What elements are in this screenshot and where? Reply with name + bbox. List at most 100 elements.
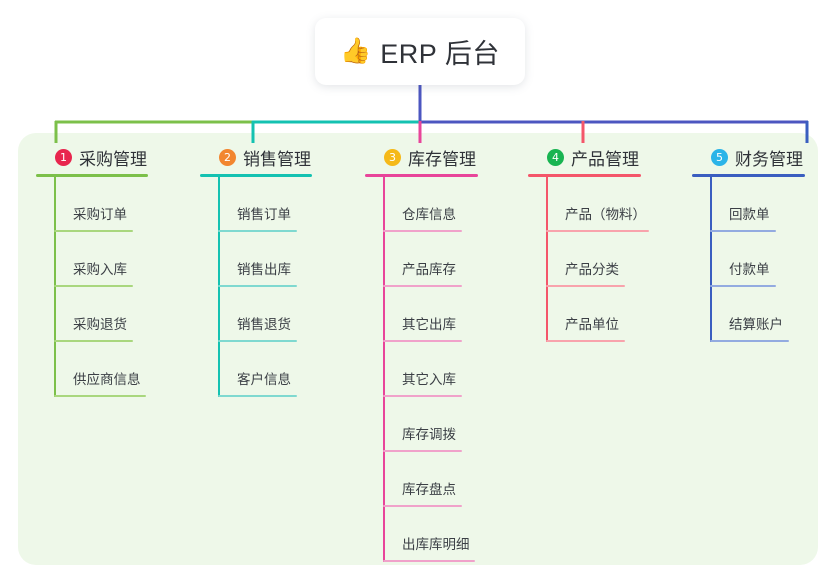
branch-item[interactable]: 产品单位	[546, 287, 688, 342]
branch-number-badge: 1	[55, 148, 72, 166]
branch-item-rule	[383, 450, 462, 452]
branch-number-badge: 4	[547, 148, 564, 166]
branch-number-badge: 3	[384, 148, 401, 166]
branch-item-rule	[54, 230, 133, 232]
thumbs-up-icon: 👍	[340, 37, 372, 65]
branch-item[interactable]: 产品库存	[383, 232, 520, 287]
branch-header-rule	[692, 174, 805, 177]
branch-item-rule	[710, 230, 776, 232]
branch-item[interactable]: 结算账户	[710, 287, 839, 342]
branch-header-财务管理[interactable]: 5 财务管理	[692, 145, 839, 169]
branch-item-label: 付款单	[729, 262, 770, 277]
branch-header-采购管理[interactable]: 1 采购管理	[36, 145, 186, 169]
branch-item-rule	[383, 505, 462, 507]
branch-item[interactable]: 客户信息	[218, 342, 350, 397]
branch-title-label: 财务管理	[735, 149, 803, 169]
branch-item-rule	[710, 340, 789, 342]
branch-number-badge: 2	[219, 148, 236, 166]
branch-title-label: 销售管理	[243, 149, 311, 169]
root-node[interactable]: 👍 ERP 后台	[315, 18, 525, 85]
branch-item[interactable]: 出库库明细	[383, 507, 520, 562]
branch-item-label: 产品单位	[565, 317, 619, 332]
branch-item-rule	[218, 340, 297, 342]
branch-column-库存管理: 3 库存管理仓库信息产品库存其它出库其它入库库存调拨库存盘点出库库明细	[365, 145, 520, 562]
branch-item-label: 供应商信息	[73, 372, 141, 387]
branch-item-label: 销售订单	[237, 207, 291, 222]
branch-item-label: 产品库存	[402, 262, 456, 277]
branch-spine	[54, 177, 56, 397]
branch-header-rule	[200, 174, 312, 177]
branch-item-label: 采购退货	[73, 317, 127, 332]
branch-item[interactable]: 产品分类	[546, 232, 688, 287]
branch-item-rule	[218, 285, 297, 287]
branch-title-label: 库存管理	[408, 149, 476, 169]
branch-item-rule	[218, 230, 297, 232]
branch-spine	[710, 177, 712, 342]
branch-item[interactable]: 销售订单	[218, 177, 350, 232]
branch-item[interactable]: 供应商信息	[54, 342, 186, 397]
branch-item-list: 仓库信息产品库存其它出库其它入库库存调拨库存盘点出库库明细	[365, 177, 520, 562]
branch-header-rule	[365, 174, 478, 177]
branch-item[interactable]: 仓库信息	[383, 177, 520, 232]
branch-item-rule	[383, 395, 462, 397]
branch-item-label: 产品分类	[565, 262, 619, 277]
branch-header-rule	[36, 174, 148, 177]
branch-item-label: 销售退货	[237, 317, 291, 332]
branch-item-rule	[383, 285, 462, 287]
branch-item-label: 其它出库	[402, 317, 456, 332]
branch-item-list: 销售订单销售出库销售退货客户信息	[200, 177, 350, 397]
branch-item-label: 回款单	[729, 207, 770, 222]
branch-item-rule	[710, 285, 776, 287]
branch-item-rule	[54, 340, 133, 342]
branch-item-rule	[383, 560, 475, 562]
diagram-background-panel	[18, 133, 818, 565]
branch-item-rule	[383, 230, 462, 232]
branch-item-label: 销售出库	[237, 262, 291, 277]
branch-spine	[218, 177, 220, 397]
branch-item[interactable]: 回款单	[710, 177, 839, 232]
branch-item[interactable]: 采购订单	[54, 177, 186, 232]
branch-header-库存管理[interactable]: 3 库存管理	[365, 145, 520, 169]
branch-item[interactable]: 其它入库	[383, 342, 520, 397]
branch-item[interactable]: 销售出库	[218, 232, 350, 287]
branch-item-label: 结算账户	[729, 317, 783, 332]
branch-item-label: 库存调拨	[402, 427, 456, 442]
branch-header-rule	[528, 174, 641, 177]
branch-spine	[383, 177, 385, 562]
branch-title-label: 采购管理	[79, 149, 147, 169]
branch-item[interactable]: 库存调拨	[383, 397, 520, 452]
branch-item[interactable]: 产品（物料）	[546, 177, 688, 232]
branch-item[interactable]: 销售退货	[218, 287, 350, 342]
root-node-label: ERP 后台	[380, 39, 500, 69]
branch-item-rule	[546, 340, 625, 342]
branch-item-list: 回款单付款单结算账户	[692, 177, 839, 342]
branch-column-采购管理: 1 采购管理采购订单采购入库采购退货供应商信息	[36, 145, 186, 397]
branch-item[interactable]: 付款单	[710, 232, 839, 287]
branch-title-label: 产品管理	[571, 149, 639, 169]
branch-item-list: 采购订单采购入库采购退货供应商信息	[36, 177, 186, 397]
branch-column-财务管理: 5 财务管理回款单付款单结算账户	[692, 145, 839, 342]
branch-item-list: 产品（物料） 产品分类产品单位	[528, 177, 688, 342]
branch-item-rule	[546, 285, 625, 287]
branch-item-rule	[218, 395, 297, 397]
branch-item[interactable]: 采购退货	[54, 287, 186, 342]
branch-item-rule	[546, 230, 649, 232]
branch-column-销售管理: 2 销售管理销售订单销售出库销售退货客户信息	[200, 145, 350, 397]
branch-header-销售管理[interactable]: 2 销售管理	[200, 145, 350, 169]
branch-item-label: 采购入库	[73, 262, 127, 277]
branch-item[interactable]: 库存盘点	[383, 452, 520, 507]
branch-column-产品管理: 4 产品管理产品（物料） 产品分类产品单位	[528, 145, 688, 342]
branch-item-label: 客户信息	[237, 372, 291, 387]
branch-item-label: 仓库信息	[402, 207, 456, 222]
branch-item-rule	[54, 395, 146, 397]
branch-item-label: 库存盘点	[402, 482, 456, 497]
branch-number-badge: 5	[711, 148, 728, 166]
branch-item[interactable]: 采购入库	[54, 232, 186, 287]
branch-item-label: 产品（物料）	[565, 207, 646, 222]
branch-item-rule	[54, 285, 133, 287]
branch-header-产品管理[interactable]: 4 产品管理	[528, 145, 688, 169]
branch-item-label: 出库库明细	[402, 537, 470, 552]
branch-item-label: 采购订单	[73, 207, 127, 222]
branch-item[interactable]: 其它出库	[383, 287, 520, 342]
